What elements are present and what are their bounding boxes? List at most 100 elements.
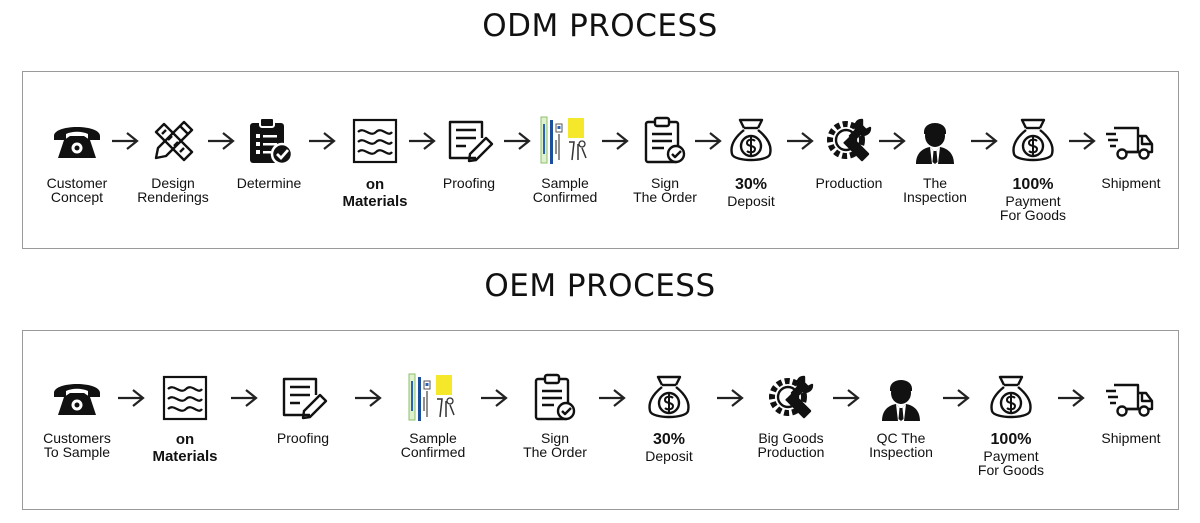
step-label-line: Confirmed bbox=[400, 444, 466, 460]
step-label-line: To Sample bbox=[43, 444, 111, 460]
flow-arrow-icon bbox=[877, 130, 907, 152]
step-label-line: Shipment bbox=[1101, 430, 1161, 446]
step-label: Shipment bbox=[1076, 176, 1186, 190]
oem-process-title: OEM PROCESS bbox=[484, 268, 716, 304]
flow-arrow-icon bbox=[229, 387, 259, 409]
flow-arrow-icon bbox=[502, 130, 532, 152]
flow-arrow-icon bbox=[110, 130, 140, 152]
flow-arrow-icon bbox=[479, 387, 509, 409]
proofing-icon bbox=[276, 371, 330, 425]
step-label-line: Materials bbox=[342, 193, 408, 210]
step-label-line: Payment bbox=[1005, 193, 1061, 209]
flow-arrow-icon bbox=[600, 130, 630, 152]
step-label: Proofing bbox=[248, 431, 358, 445]
step-label-line: Deposit bbox=[645, 448, 693, 464]
step-label-line: on bbox=[365, 176, 385, 193]
sample-product-icon bbox=[406, 371, 460, 425]
inspector-icon bbox=[874, 371, 928, 425]
flow-arrow-icon bbox=[1056, 387, 1086, 409]
step-label: 30%Deposit bbox=[696, 176, 806, 208]
step-label-line: Customers bbox=[43, 430, 111, 446]
sample-product-icon bbox=[538, 114, 592, 168]
clipboard-check-icon bbox=[242, 114, 296, 168]
step-label-line: 100% bbox=[1012, 176, 1054, 193]
flow-arrow-icon bbox=[407, 130, 437, 152]
step-label-line: Payment bbox=[983, 448, 1039, 464]
flow-arrow-icon bbox=[597, 387, 627, 409]
step-label: Determine bbox=[214, 176, 324, 190]
step-label-line: The bbox=[922, 175, 948, 191]
flow-arrow-icon bbox=[116, 387, 146, 409]
flow-arrow-icon bbox=[353, 387, 383, 409]
step-label-line: For Goods bbox=[999, 207, 1067, 223]
step-label-line: Sample bbox=[541, 175, 589, 191]
step-label-line: Materials bbox=[152, 448, 218, 465]
flow-arrow-icon bbox=[715, 387, 745, 409]
pencil-ruler-icon bbox=[146, 114, 200, 168]
step-label-line: Confirmed bbox=[532, 189, 598, 205]
step-label: Proofing bbox=[414, 176, 524, 190]
flow-arrow-icon bbox=[831, 387, 861, 409]
odm-process-title: ODM PROCESS bbox=[482, 8, 718, 44]
truck-icon bbox=[1104, 371, 1158, 425]
flow-arrow-icon bbox=[969, 130, 999, 152]
contract-icon bbox=[528, 371, 582, 425]
step-label-line: Concept bbox=[50, 189, 104, 205]
step-label-line: Customer bbox=[46, 175, 108, 191]
money-bag-icon bbox=[642, 371, 696, 425]
step-label-line: Production bbox=[757, 444, 825, 460]
phone-icon bbox=[50, 114, 104, 168]
money-bag-icon bbox=[1006, 114, 1060, 168]
step-label-line: Shipment bbox=[1101, 175, 1161, 191]
step-label-line: Design bbox=[151, 175, 195, 191]
fabric-icon bbox=[348, 114, 402, 168]
flow-arrow-icon bbox=[307, 130, 337, 152]
step-label-line: Big Goods bbox=[758, 430, 824, 446]
step-label: Production bbox=[794, 176, 904, 190]
flow-arrow-icon bbox=[693, 130, 723, 152]
step-label-line: Proofing bbox=[442, 175, 496, 191]
step-label-line: For Goods bbox=[977, 462, 1045, 478]
contract-icon bbox=[638, 114, 692, 168]
phone-icon bbox=[50, 371, 104, 425]
step-label-line: Inspection bbox=[903, 189, 967, 205]
step-label-line: Inspection bbox=[869, 444, 933, 460]
step-label-line: Deposit bbox=[727, 193, 775, 209]
step-label-line: Sign bbox=[540, 430, 570, 446]
truck-icon bbox=[1104, 114, 1158, 168]
step-label-line: 100% bbox=[990, 431, 1032, 448]
proofing-icon bbox=[442, 114, 496, 168]
flow-arrow-icon bbox=[941, 387, 971, 409]
step-label-line: QC The bbox=[876, 430, 926, 446]
step-label-line: on bbox=[175, 431, 195, 448]
step-label-line: Sign bbox=[650, 175, 680, 191]
step-label-line: Proofing bbox=[276, 430, 330, 446]
flow-arrow-icon bbox=[785, 130, 815, 152]
step-label: 30%Deposit bbox=[614, 431, 724, 463]
money-bag-icon bbox=[724, 114, 778, 168]
step-label-line: 30% bbox=[734, 176, 768, 193]
step-label-line: The Order bbox=[523, 444, 587, 460]
flow-arrow-icon bbox=[1067, 130, 1097, 152]
gear-wrench-icon bbox=[822, 114, 876, 168]
step-label-line: Determine bbox=[236, 175, 302, 191]
money-bag-icon bbox=[984, 371, 1038, 425]
step-label-line: Production bbox=[815, 175, 883, 191]
step-label-line: The Order bbox=[633, 189, 697, 205]
inspector-icon bbox=[908, 114, 962, 168]
step-label-line: Sample bbox=[409, 430, 457, 446]
